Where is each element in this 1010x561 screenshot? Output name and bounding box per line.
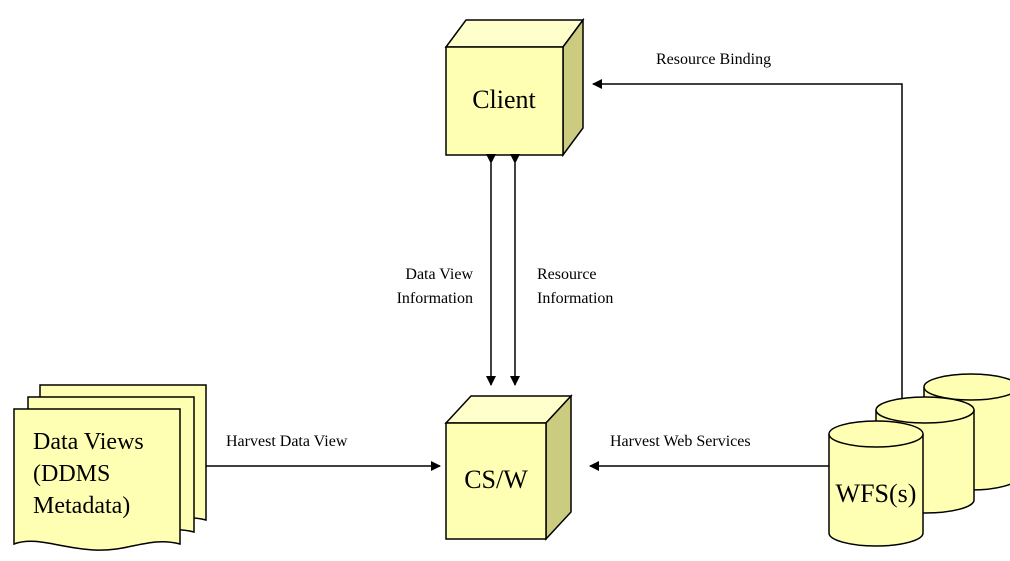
- client-cube-front: [445, 46, 564, 156]
- wfs-cylinder-front-top: [828, 420, 924, 448]
- wfs-cylinder-middle-top: [875, 396, 975, 424]
- wfs-cylinder-back-top: [923, 373, 1010, 401]
- csw-node: CS/W: [444, 394, 573, 541]
- data-views-line-3: Metadata): [33, 493, 130, 519]
- resource-binding-arrow: [592, 79, 903, 398]
- client-label: Client: [472, 85, 536, 114]
- wfs-label: WFS(s): [836, 479, 917, 508]
- csw-cube-front: [445, 422, 547, 540]
- harvest-data-view-label: Harvest Data View: [226, 433, 348, 450]
- data-view-information-line-2: Information: [397, 290, 473, 307]
- harvest-web-services-label: Harvest Web Services: [610, 433, 751, 450]
- data-views-node: Data Views (DDMS Metadata): [13, 384, 207, 551]
- resource-information-line-2: Information: [537, 290, 613, 307]
- client-node: Client: [444, 17, 585, 158]
- wfs-cylinder-front-body: [828, 434, 924, 547]
- resource-information-line-1: Resource: [537, 266, 597, 283]
- data-views-line-2: (DDMS: [33, 461, 110, 487]
- data-views-page-front: [13, 408, 181, 551]
- wfs-node: WFS(s): [828, 373, 1010, 547]
- resource-binding-label: Resource Binding: [656, 51, 771, 68]
- client-cube-top: [444, 19, 585, 48]
- csw-label: CS/W: [464, 465, 528, 494]
- data-view-information-line-1: Data View: [405, 266, 473, 283]
- data-views-line-1: Data Views: [33, 429, 144, 455]
